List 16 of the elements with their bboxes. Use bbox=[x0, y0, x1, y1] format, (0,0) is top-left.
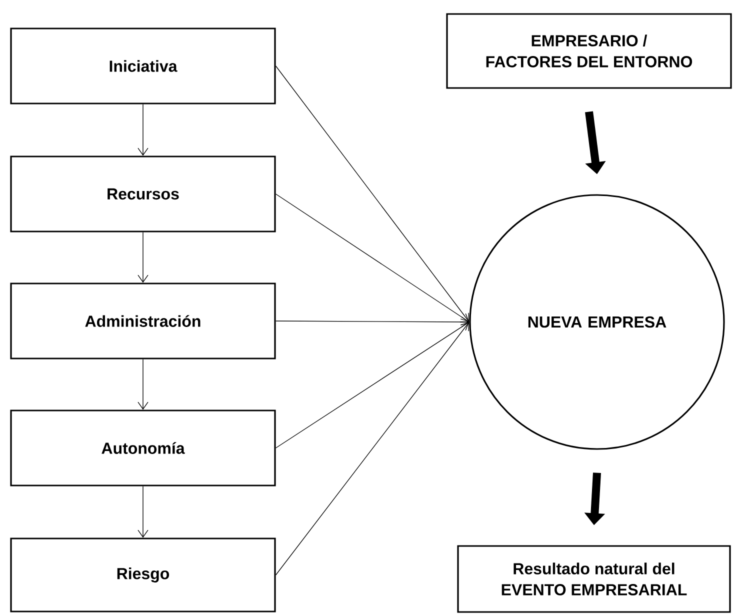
arrow bbox=[275, 322, 470, 576]
arrow bbox=[275, 322, 470, 448]
arrow bbox=[138, 358, 148, 410]
process-box: Recursos bbox=[10, 156, 276, 232]
result-box: Resultado natural del EVENTO EMPRESARIAL bbox=[457, 545, 731, 613]
arrow bbox=[138, 104, 148, 156]
arrow bbox=[275, 316, 470, 328]
arrow bbox=[138, 232, 148, 283]
arrow bbox=[275, 66, 470, 322]
arrow bbox=[275, 194, 470, 322]
input-box: EMPRESARIO / FACTORES DEL ENTORNO bbox=[446, 13, 732, 89]
process-box: Iniciativa bbox=[10, 28, 276, 104]
arrow bbox=[138, 486, 148, 538]
process-box: Riesgo bbox=[10, 538, 276, 612]
process-box: Administración bbox=[10, 282, 276, 360]
process-box: Autonomía bbox=[10, 410, 276, 486]
